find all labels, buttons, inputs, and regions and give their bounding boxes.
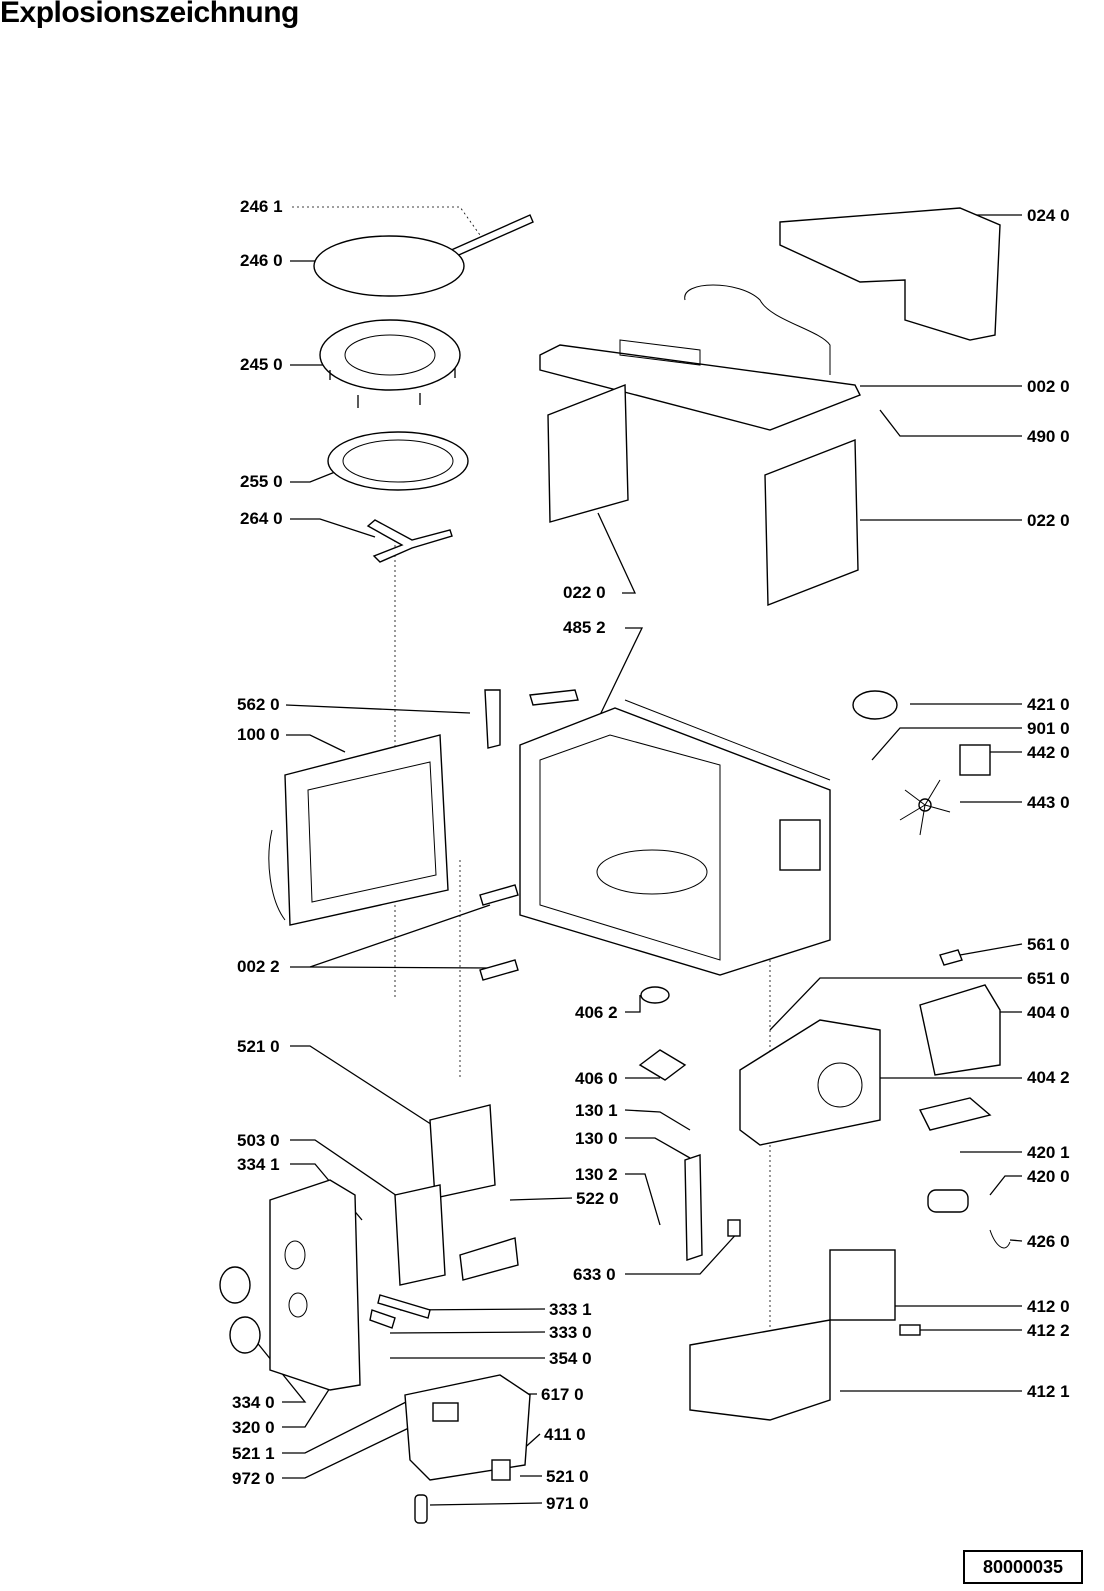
- part-number-label: 404 0: [1027, 1003, 1070, 1022]
- page-title: Explosionszeichnung: [0, 0, 299, 29]
- document-number-box: 80000035: [963, 1550, 1083, 1584]
- part-number-label: 901 0: [1027, 719, 1070, 738]
- part-number-label: 264 0: [240, 509, 283, 528]
- part-number-label: 320 0: [232, 1418, 275, 1437]
- part-number-label: 485 2: [563, 618, 606, 637]
- part-number-label: 024 0: [1027, 206, 1070, 225]
- part-number-label: 503 0: [237, 1131, 280, 1150]
- part-number-label: 406 0: [575, 1069, 618, 1088]
- part-number-label: 421 0: [1027, 695, 1070, 714]
- part-number-label: 617 0: [541, 1385, 584, 1404]
- part-number-label: 411 0: [544, 1425, 586, 1444]
- part-number-label: 521 0: [237, 1037, 280, 1056]
- part-number-label: 130 1: [575, 1101, 618, 1120]
- part-number-label: 002 2: [237, 957, 280, 976]
- part-number-label: 354 0: [549, 1349, 592, 1368]
- part-number-label: 404 2: [1027, 1068, 1070, 1087]
- part-number-label: 412 2: [1027, 1321, 1070, 1340]
- part-number-label: 521 1: [232, 1444, 275, 1463]
- part-number-label: 561 0: [1027, 935, 1070, 954]
- leader-lines: [254, 206, 1023, 1506]
- part-number-label: 972 0: [232, 1469, 275, 1488]
- part-number-label: 651 0: [1027, 969, 1070, 988]
- part-number-label: 562 0: [237, 695, 280, 714]
- part-number-label: 022 0: [1027, 511, 1070, 530]
- part-number-label: 442 0: [1027, 743, 1070, 762]
- part-labels: 246 1 246 0 245 0 255 0 264 0 022 0 485 2 562 0…: [232, 197, 1070, 1513]
- part-number-label: 333 0: [549, 1323, 592, 1342]
- part-number-label: 022 0: [563, 583, 606, 602]
- part-number-label: 333 1: [549, 1300, 592, 1319]
- part-number-label: 246 1: [240, 197, 283, 216]
- part-number-label: 406 2: [575, 1003, 618, 1022]
- part-number-label: 420 1: [1027, 1143, 1070, 1162]
- part-drawings: [219, 207, 1011, 1524]
- part-number-label: 255 0: [240, 472, 283, 491]
- part-number-label: 971 0: [546, 1494, 589, 1513]
- part-number-label: 522 0: [576, 1189, 619, 1208]
- part-number-label: 426 0: [1027, 1232, 1070, 1251]
- part-number-label: 245 0: [240, 355, 283, 374]
- part-number-label: 412 0: [1027, 1297, 1070, 1316]
- part-number-label: 130 0: [575, 1129, 618, 1148]
- part-number-label: 334 1: [237, 1155, 280, 1174]
- part-number-label: 246 0: [240, 251, 283, 270]
- part-number-label: 443 0: [1027, 793, 1070, 812]
- part-number-label: 633 0: [573, 1265, 616, 1284]
- part-number-label: 521 0: [546, 1467, 589, 1486]
- part-number-label: 412 1: [1027, 1382, 1070, 1401]
- part-number-label: 334 0: [232, 1393, 275, 1412]
- part-number-label: 130 2: [575, 1165, 618, 1184]
- part-number-label: 490 0: [1027, 427, 1070, 446]
- part-number-label: 002 0: [1027, 377, 1070, 396]
- part-number-label: 100 0: [237, 725, 280, 744]
- part-number-label: 420 0: [1027, 1167, 1070, 1186]
